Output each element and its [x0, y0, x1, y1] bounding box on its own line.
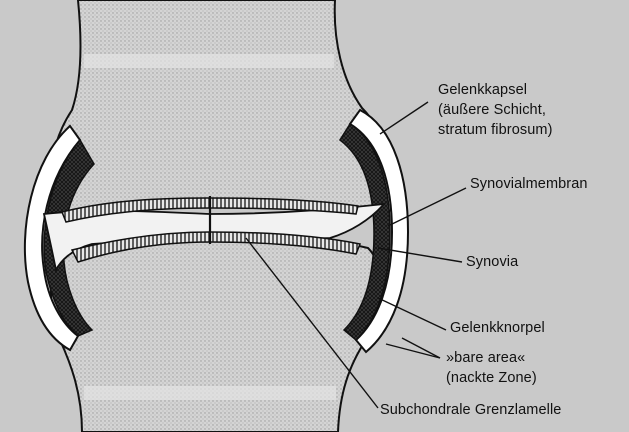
- lower-bone: [51, 236, 383, 432]
- label-synovialmembran: Synovialmembran: [470, 174, 588, 194]
- label-gelenkkapsel-line1: Gelenkkapsel: [438, 80, 553, 100]
- label-gelenkkapsel: Gelenkkapsel (äußere Schicht, stratum fi…: [438, 80, 553, 140]
- label-subchondral: Subchondrale Grenzlamelle: [380, 400, 561, 420]
- label-bare-area-line2: (nackte Zone): [446, 368, 537, 388]
- label-synovia: Synovia: [466, 252, 518, 272]
- label-bare-area: »bare area« (nackte Zone): [446, 348, 537, 388]
- label-gelenkkapsel-line3: stratum fibrosum): [438, 120, 553, 140]
- label-gelenkknorpel: Gelenkknorpel: [450, 318, 545, 338]
- label-gelenkkapsel-line2: (äußere Schicht,: [438, 100, 553, 120]
- lower-band: [84, 386, 336, 400]
- upper-band: [84, 54, 334, 68]
- label-bare-area-line1: »bare area«: [446, 348, 537, 368]
